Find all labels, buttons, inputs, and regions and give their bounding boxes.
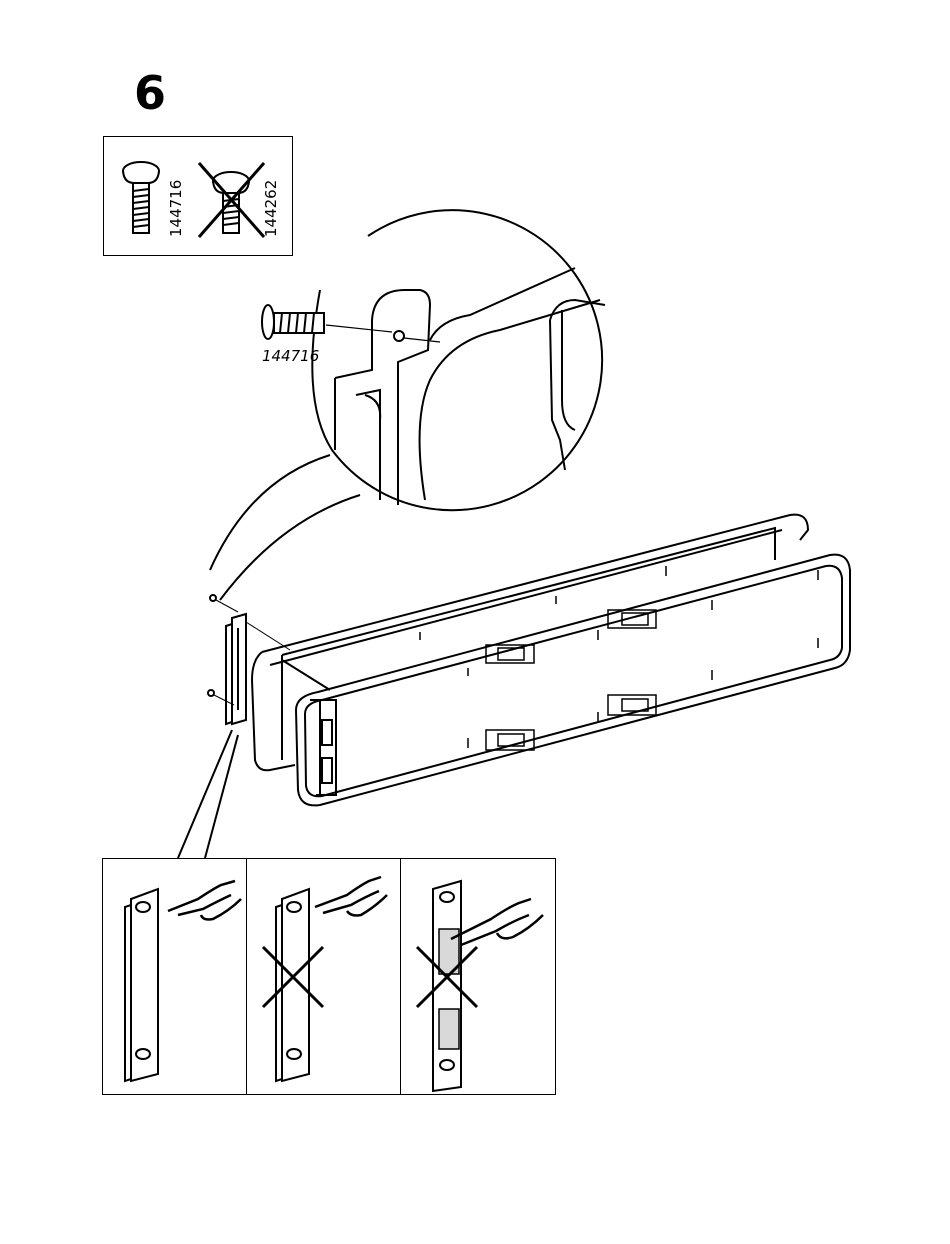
bracket-illustration [247, 859, 402, 1096]
detail-panel-correct [102, 858, 247, 1095]
detail-panel-wrong-2 [400, 858, 556, 1095]
frame-end-panel [252, 652, 295, 770]
frame-front-panel [296, 555, 850, 806]
screw-icon [262, 305, 324, 339]
screw-icon [210, 595, 238, 612]
hand-pointing-icon [315, 877, 387, 916]
callout-part-label: 144716 [262, 347, 319, 365]
cross-icon [263, 947, 323, 1007]
bracket-illustration [401, 859, 557, 1096]
magnifier-circle [312, 210, 602, 510]
hand-pointing-icon [451, 899, 543, 945]
bracket-illustration [103, 859, 248, 1096]
hand-pointing-icon [168, 881, 241, 920]
screw-icon [208, 690, 234, 705]
detail-panel-wrong-1 [246, 858, 401, 1095]
